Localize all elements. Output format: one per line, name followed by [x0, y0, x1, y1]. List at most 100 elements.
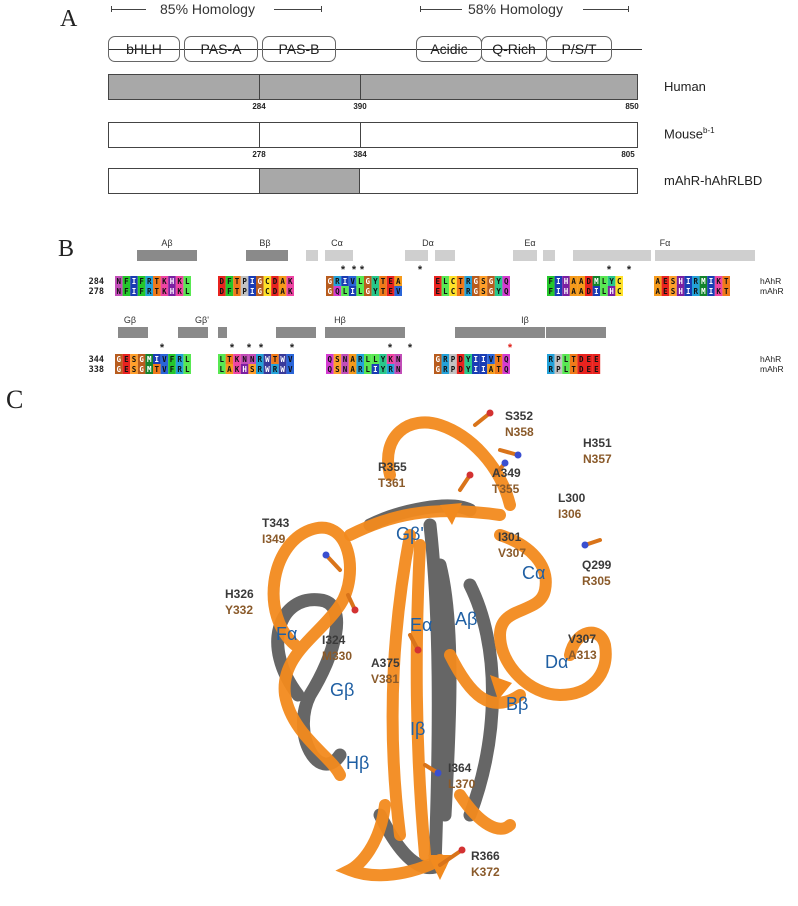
residue-box-block2-human-4-6	[592, 354, 601, 364]
side-chain-atom-6	[414, 646, 422, 654]
residue-box-block1-human-0-6	[160, 276, 169, 286]
residue-box-block1-human-1-8	[278, 276, 287, 286]
residue-box-block2-mouse-1-6	[263, 364, 272, 374]
residue-block2-mouse-3-4: Y	[466, 365, 471, 374]
ss-structure-label-5: Dα	[545, 652, 568, 672]
residue-box-block2-mouse-2-2	[341, 364, 349, 374]
ss-bar-block1-3	[405, 250, 428, 261]
residue-box-block2-human-2-5	[364, 354, 372, 364]
human-bar	[108, 74, 638, 100]
homology-right-label: 58% Homology	[468, 1, 563, 17]
residue-block1-mouse-4-6: I	[594, 287, 599, 296]
residue-block1-mouse-0-7: H	[170, 287, 175, 296]
residue-box-block2-human-2-3	[348, 354, 357, 364]
residue-box-block1-human-2-6	[371, 276, 380, 286]
conservation-star-block1-1: *	[352, 264, 357, 276]
residue-box-block2-human-3-2	[449, 354, 457, 364]
residue-box-block2-mouse-2-3	[348, 364, 357, 374]
residue-box-block2-mouse-3-2	[449, 364, 457, 374]
human-ribbon-1	[423, 518, 445, 872]
residue-box-block2-mouse-0-3	[137, 364, 146, 374]
seq-species-block1-human: hAhR	[760, 276, 781, 286]
residue-box-block1-mouse-5-8	[714, 286, 723, 296]
residue-box-block2-mouse-1-2	[233, 364, 241, 374]
residue-box-block1-mouse-0-6	[160, 286, 169, 296]
residue-box-block2-human-4-1	[554, 354, 563, 364]
residue-block2-mouse-0-6: V	[162, 365, 167, 374]
residue-box-block1-mouse-1-5	[256, 286, 264, 296]
residue-block2-mouse-1-8: W	[280, 365, 285, 374]
residue-box-block1-human-2-0	[326, 276, 334, 286]
residue-box-block1-mouse-2-1	[333, 286, 342, 296]
residue-box-block2-mouse-3-9	[502, 364, 510, 374]
residue-block2-mouse-1-5: R	[258, 365, 263, 374]
residue-block1-human-0-1: F	[124, 277, 129, 286]
residue-block2-human-3-7: V	[489, 355, 494, 364]
residue-label-human-5: T343	[262, 516, 290, 530]
ss-label-block2-3: Iβ	[521, 315, 529, 325]
residue-block1-human-1-8: A	[280, 277, 285, 286]
residue-block2-mouse-3-0: G	[436, 365, 441, 374]
residue-block1-human-3-4: R	[466, 277, 471, 286]
residue-block1-mouse-0-0: N	[117, 287, 122, 296]
residue-block2-mouse-0-7: F	[170, 365, 175, 374]
residue-box-block2-human-2-0	[326, 354, 334, 364]
residue-block1-mouse-5-1: E	[663, 287, 668, 296]
residue-block2-mouse-2-0: Q	[328, 365, 333, 374]
residue-box-block2-human-2-1	[333, 354, 342, 364]
residue-block1-human-5-7: I	[709, 277, 714, 286]
residue-box-block2-human-2-9	[394, 354, 402, 364]
residue-label-mouse-1: N357	[583, 452, 612, 466]
residue-box-block1-mouse-0-5	[153, 286, 161, 296]
mouse-pos-end: 805	[621, 150, 635, 159]
residue-block1-human-1-0: D	[220, 277, 225, 286]
domain-pst-label: P/S/T	[561, 41, 597, 57]
residue-label-mouse-7: R305	[582, 574, 611, 588]
residue-block1-mouse-1-6: C	[265, 287, 270, 296]
residue-box-block1-mouse-5-6	[699, 286, 708, 296]
ss-bar-block1-2	[325, 250, 353, 261]
ss-extra-bar-block2-1	[325, 327, 405, 338]
residue-block1-mouse-4-3: A	[571, 287, 576, 296]
residue-box-block2-mouse-2-4	[356, 364, 364, 374]
conservation-star-block1-0: *	[341, 264, 346, 276]
residue-block1-mouse-1-2: T	[235, 287, 240, 296]
residue-box-block1-human-3-6	[479, 276, 488, 286]
seq-start-block2-human: 344	[89, 355, 104, 365]
residue-block1-mouse-1-0: D	[220, 287, 225, 296]
human-ribbon-4	[463, 578, 499, 822]
mouse-pos-1: 278	[252, 150, 266, 159]
residue-box-block1-human-1-9	[286, 276, 294, 286]
residue-block1-mouse-5-0: A	[656, 287, 661, 296]
residue-box-block1-human-3-7	[487, 276, 495, 286]
conservation-star-block2-0: *	[160, 342, 165, 354]
residue-box-block1-mouse-4-7	[600, 286, 608, 296]
residue-block2-mouse-1-0: L	[220, 365, 225, 374]
residue-block2-mouse-0-4: M	[147, 365, 152, 374]
domain-acidic-label: Acidic	[430, 41, 468, 57]
ss-bar-block2-3	[455, 327, 545, 338]
homology-left-line-b	[274, 9, 322, 10]
ss-label-block1-4: Eα	[524, 238, 535, 248]
residue-label-mouse-5: I349	[262, 532, 286, 546]
residue-block2-human-0-1: E	[124, 355, 129, 364]
residue-box-block2-mouse-3-8	[494, 364, 503, 374]
residue-label-mouse-2: T361	[378, 476, 406, 490]
residue-box-block2-human-4-0	[547, 354, 555, 364]
residue-box-block1-mouse-2-7	[379, 286, 387, 296]
residue-box-block2-mouse-3-3	[456, 364, 465, 374]
residue-block2-human-1-8: W	[280, 355, 285, 364]
residue-block2-mouse-4-5: E	[587, 365, 592, 374]
domain-acidic: Acidic	[416, 36, 482, 62]
residue-box-block1-human-3-3	[456, 276, 465, 286]
mouse-pos-2: 384	[353, 150, 367, 159]
residue-box-block1-human-3-1	[441, 276, 450, 286]
residue-block2-human-3-8: T	[496, 355, 501, 364]
residue-block2-human-2-0: Q	[328, 355, 333, 364]
residue-box-block2-human-0-5	[153, 354, 161, 364]
residue-label-human-12: I364	[448, 761, 472, 775]
ss-structure-label-3: Eα	[410, 615, 432, 635]
residue-block2-mouse-3-5: I	[474, 365, 479, 374]
residue-label-mouse-4: I306	[558, 507, 582, 521]
residue-box-block2-human-4-2	[562, 354, 570, 364]
